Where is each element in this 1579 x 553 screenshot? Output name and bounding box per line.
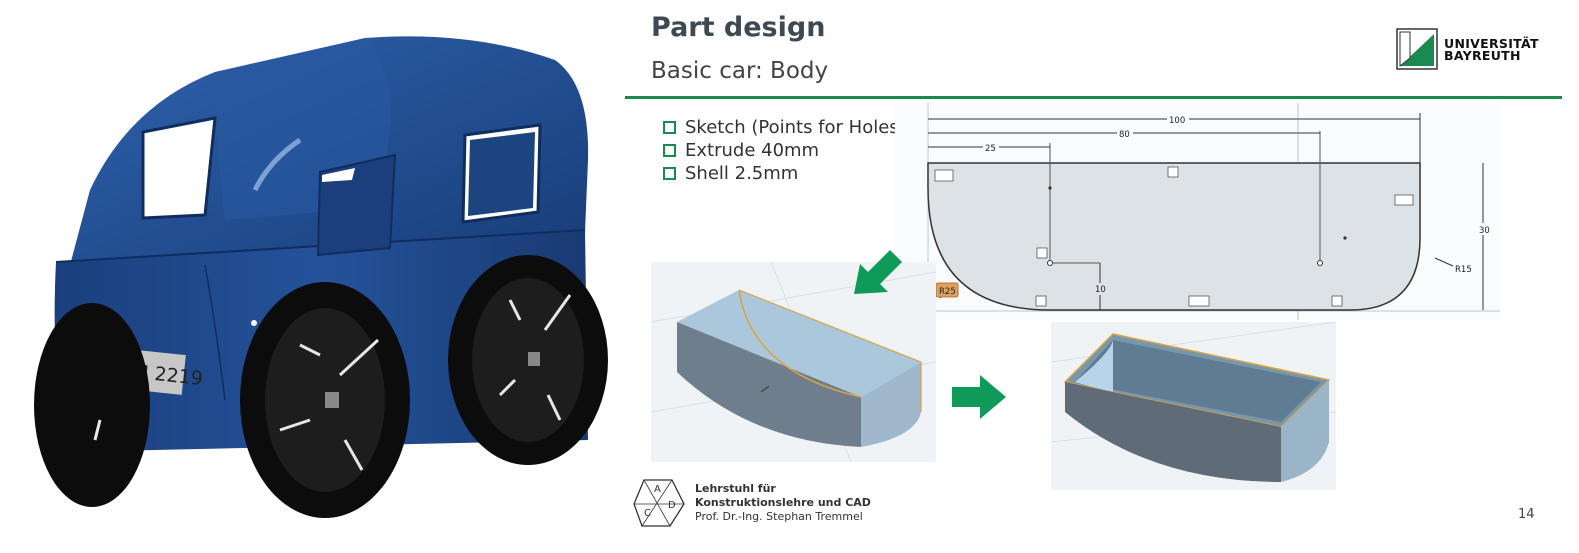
university-logo: UNIVERSITÄT BAYREUTH [1396, 28, 1546, 72]
header-divider [625, 96, 1562, 99]
dimension-10: 10 [1095, 285, 1106, 295]
extrude-render [651, 262, 936, 462]
footer-line-2: Konstruktionslehre und CAD [695, 496, 871, 509]
page-number: 14 [1518, 507, 1535, 522]
dimension-30: 30 [1479, 226, 1490, 236]
chair-logo-icon: A C D [633, 479, 685, 527]
slide-title: Part design [651, 12, 826, 43]
radius-r25: R25 [939, 287, 956, 297]
university-logo-text: UNIVERSITÄT BAYREUTH [1444, 36, 1539, 63]
dimension-80: 80 [1119, 130, 1130, 140]
footer-line-1: Lehrstuhl für [695, 482, 776, 495]
checkbox-bullet-icon [663, 144, 676, 157]
list-item: Sketch (Points for Holes) [663, 116, 906, 139]
steps-list: Sketch (Points for Holes) Extrude 40mm S… [663, 116, 906, 185]
chair-logo-letter-a: A [654, 484, 661, 495]
list-item-text: Shell 2.5mm [685, 163, 799, 184]
arrow-down-left-icon [854, 250, 902, 294]
sketch-drawing: 100 80 25 30 10 R15 R25 [895, 103, 1500, 320]
list-item-text: Sketch (Points for Holes) [685, 117, 906, 138]
slide-subtitle: Basic car: Body [651, 58, 829, 84]
list-item-text: Extrude 40mm [685, 140, 820, 161]
footer-text: Lehrstuhl für Konstruktionslehre und CAD… [695, 482, 871, 524]
logo-line-1: UNIVERSITÄT [1444, 36, 1539, 51]
dimension-25: 25 [985, 144, 996, 154]
car-rendering: KU LM 2219 [0, 0, 625, 553]
checkbox-bullet-icon [663, 167, 676, 180]
list-item: Extrude 40mm [663, 139, 906, 162]
logo-line-2: BAYREUTH [1444, 48, 1521, 63]
chair-logo-letter-c: C [644, 508, 651, 519]
radius-r15: R15 [1455, 265, 1472, 275]
chair-logo-letter-d: D [668, 500, 676, 511]
university-logo-icon [1396, 28, 1438, 70]
dimension-100: 100 [1169, 116, 1185, 126]
checkbox-bullet-icon [663, 121, 676, 134]
arrow-right-icon [952, 375, 1006, 419]
list-item: Shell 2.5mm [663, 162, 906, 185]
shell-render [1051, 322, 1336, 490]
footer-line-3: Prof. Dr.-Ing. Stephan Tremmel [695, 510, 863, 523]
